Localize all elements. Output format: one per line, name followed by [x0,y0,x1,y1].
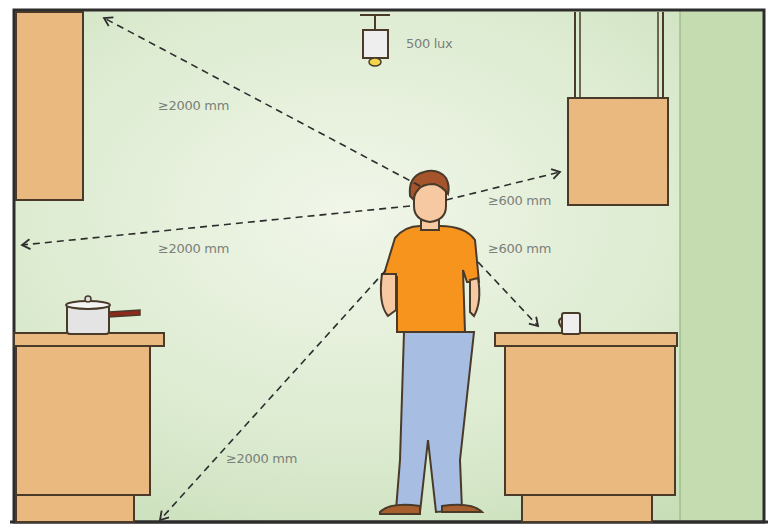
distance-label: ≥600 mm [488,193,551,208]
distance-label: ≥2000 mm [158,241,229,256]
distance-label: ≥2000 mm [226,451,297,466]
distance-label: ≥600 mm [488,241,551,256]
distance-label: ≥2000 mm [158,98,229,113]
illuminance-label: 500 lux [406,36,452,51]
